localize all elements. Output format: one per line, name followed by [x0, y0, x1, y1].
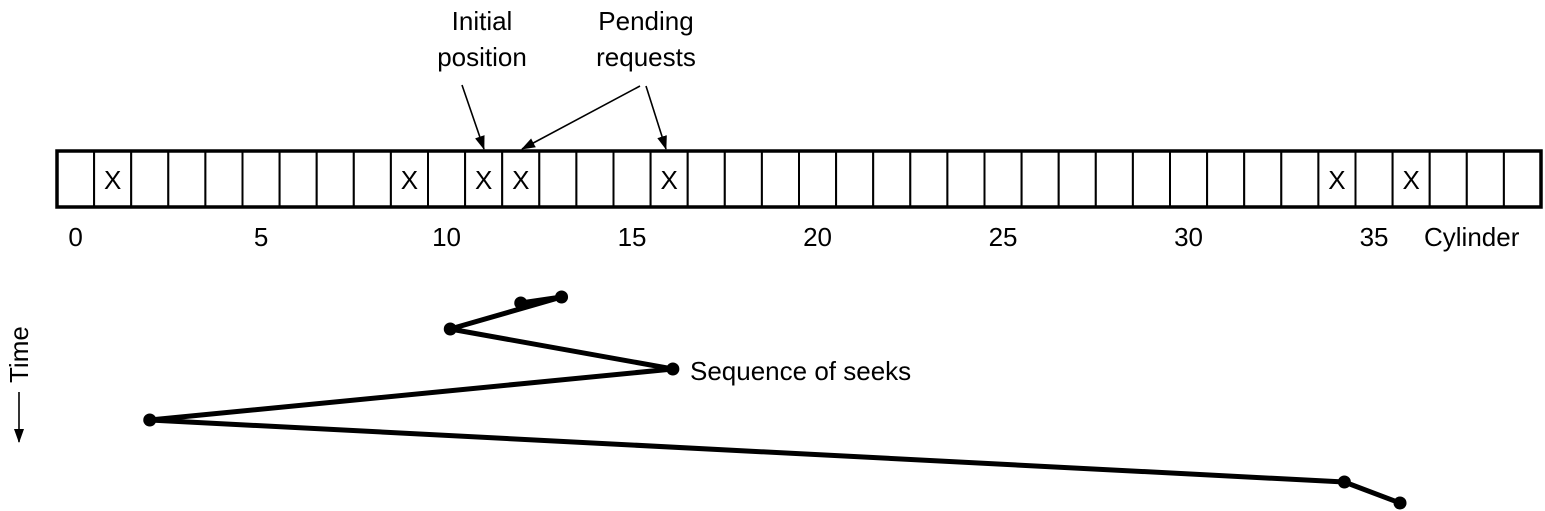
cylinder-cell-26 [1020, 150, 1060, 208]
pending-request-arrow-12 [521, 85, 641, 150]
seek-point [143, 413, 157, 427]
cylinder-cell-21 [835, 150, 875, 208]
seek-point [514, 296, 528, 310]
seek-point [1337, 475, 1351, 489]
initial-position-label-line2: position [437, 42, 527, 72]
initial-position-arrow [461, 84, 485, 150]
cylinder-cell-5 [241, 150, 281, 208]
cylinder-cell-31 [1206, 150, 1246, 208]
tick-label: 35 [1360, 222, 1389, 252]
cylinder-cell-10 [427, 150, 467, 208]
sequence-of-seeks-label: Sequence of seeks [690, 356, 911, 386]
initial-position-label-line1: Initial [452, 6, 513, 36]
cylinder-axis-label: Cylinder [1424, 222, 1520, 252]
cylinder-tick-labels: 0 5 10 15 20 25 30 35 [68, 222, 1388, 252]
seek-point [443, 322, 457, 336]
cylinder-cell-4 [204, 150, 244, 208]
pending-request-mark: X [475, 165, 492, 195]
seek-point [555, 290, 569, 304]
tick-label: 30 [1174, 222, 1203, 252]
cylinder-cell-32 [1243, 150, 1283, 208]
cylinder-cell-38 [1465, 150, 1505, 208]
tick-label: 5 [254, 222, 268, 252]
seek-segment [147, 417, 1347, 485]
pending-request-mark: X [512, 165, 529, 195]
cylinder-cell-17 [686, 150, 726, 208]
pending-request-mark: X [104, 165, 121, 195]
pending-request-mark: X [401, 165, 418, 195]
cylinder-cell-29 [1131, 150, 1172, 208]
pending-request-mark: X [1328, 165, 1345, 195]
cylinder-cell-13 [538, 150, 578, 208]
cylinder-cell-3 [167, 150, 207, 208]
tick-label: 20 [803, 222, 832, 252]
cylinder-cell-2 [130, 150, 170, 208]
cylinder-cell-7 [315, 150, 355, 208]
seek-sequence [143, 290, 1407, 510]
seek-point [1393, 496, 1407, 510]
cylinder-cell-23 [909, 150, 949, 208]
cylinder-cell-33 [1280, 150, 1320, 208]
cylinder-cell-35 [1354, 150, 1394, 208]
cylinder-cell-19 [760, 150, 801, 208]
cylinder-cell-18 [723, 150, 763, 208]
cylinder-cell-22 [872, 150, 912, 208]
tick-label: 15 [618, 222, 647, 252]
tick-label: 0 [68, 222, 82, 252]
seek-segment [1341, 479, 1403, 506]
cylinder-strip-border [55, 149, 1543, 209]
cylinder-cell-30 [1169, 150, 1209, 208]
tick-label: 10 [432, 222, 461, 252]
pending-requests-label-line2: requests [596, 42, 696, 72]
seek-segment [147, 366, 676, 423]
pending-request-mark: X [660, 165, 677, 195]
cylinder-cell-39 [1502, 150, 1543, 208]
cylinder-cell-6 [278, 150, 318, 208]
pending-requests-label-line1: Pending [598, 6, 693, 36]
cylinder-cell-25 [983, 150, 1023, 208]
cylinder-cell-37 [1428, 150, 1468, 208]
cylinder-cell-15 [612, 150, 652, 208]
cylinder-cell-24 [946, 150, 986, 208]
pending-request-mark: X [1402, 165, 1419, 195]
pending-request-arrow-16 [645, 85, 667, 150]
seek-segment [447, 294, 565, 332]
cylinder-cell-0 [56, 150, 96, 208]
seek-segment [447, 326, 676, 372]
cylinder-cell-28 [1094, 150, 1134, 208]
tick-label: 25 [989, 222, 1018, 252]
seek-point [666, 362, 680, 376]
cylinder-cell-14 [575, 150, 615, 208]
cylinder-cell-8 [352, 150, 392, 208]
cylinder-cell-27 [1057, 150, 1097, 208]
cylinder-cell-20 [798, 150, 838, 208]
time-axis: Time [4, 326, 34, 443]
time-label: Time [4, 326, 34, 383]
